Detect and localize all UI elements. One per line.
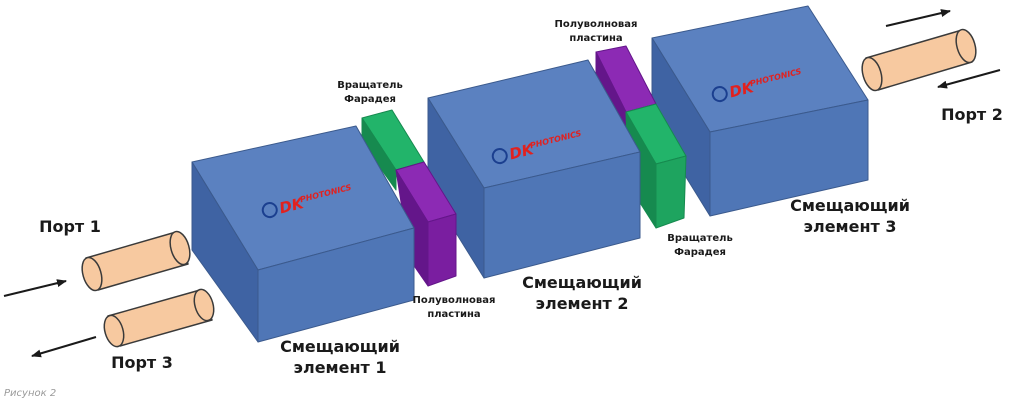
svg-text:DK: DK <box>278 194 307 218</box>
element-1-label: Смещающий элемент 1 <box>280 336 400 378</box>
fiber-port-1 <box>81 230 191 292</box>
port-2-label: Порт 2 <box>941 105 1003 124</box>
port-3-label: Порт 3 <box>111 353 173 372</box>
arrow-port-2-in <box>885 9 951 27</box>
faraday-rotator-1-label-line-2: Фарадея <box>344 94 396 105</box>
element-3-label: Смещающий элемент 3 <box>790 195 910 237</box>
element-1-label-line-2: элемент 1 <box>293 358 387 377</box>
figure-caption: Рисунок 2 <box>4 388 57 399</box>
faraday-rotator-1-label-line-1: Вращатель <box>337 80 403 91</box>
arrow-port-1-in <box>3 279 67 297</box>
faraday-rotator-2-label: Вращатель Фарадея <box>660 232 740 260</box>
faraday-rotator-1-label: Вращатель Фарадея <box>330 79 410 107</box>
element-3-label-line-1: Смещающий <box>790 196 910 215</box>
displacer-block-2: DK PHOTONICS <box>427 59 641 279</box>
fiber-port-3 <box>103 288 215 348</box>
element-2-label-line-2: элемент 2 <box>535 294 629 313</box>
svg-text:DK: DK <box>728 78 757 102</box>
half-wave-plate-2-label: Полуволновая пластина <box>546 18 646 46</box>
faraday-rotator-2-label-line-2: Фарадея <box>674 247 726 258</box>
half-wave-plate-2-label-line-2: пластина <box>569 33 623 44</box>
half-wave-plate-1-label-line-1: Полуволновая <box>412 295 496 306</box>
port-1-label: Порт 1 <box>39 217 101 236</box>
element-1-label-line-1: Смещающий <box>280 337 400 356</box>
faraday-rotator-2-label-line-1: Вращатель <box>667 233 733 244</box>
half-wave-plate-2-label-line-1: Полуволновая <box>554 19 638 30</box>
element-2-label-line-1: Смещающий <box>522 273 642 292</box>
fiber-port-2 <box>861 28 977 92</box>
displacer-block-3: DK PHOTONICS <box>651 5 869 217</box>
half-wave-plate-1-label: Полуволновая пластина <box>404 294 504 322</box>
element-2-label: Смещающий элемент 2 <box>522 272 642 314</box>
arrow-port-2-out <box>937 69 1001 89</box>
arrow-port-3-out <box>31 336 97 358</box>
displacer-block-1: DK PHOTONICS <box>191 125 415 343</box>
svg-text:DK: DK <box>508 140 537 164</box>
element-3-label-line-2: элемент 3 <box>803 217 897 236</box>
half-wave-plate-1-label-line-2: пластина <box>427 309 481 320</box>
